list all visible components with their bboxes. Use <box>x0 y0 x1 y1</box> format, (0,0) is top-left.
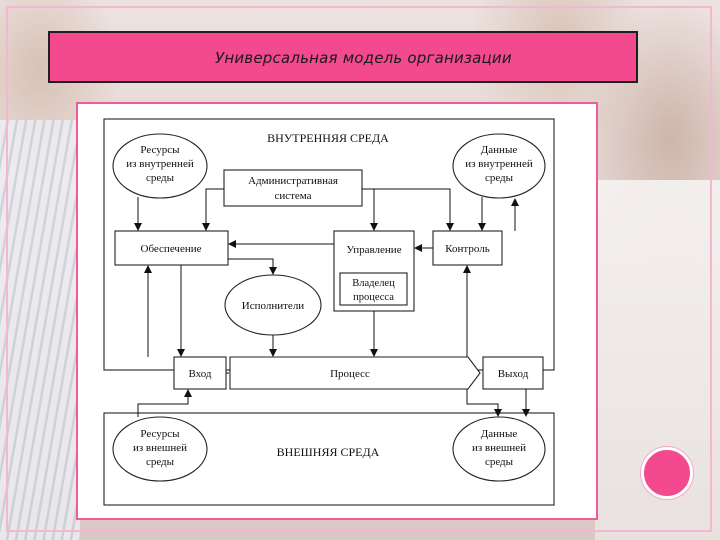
internal-resources-line-2: из внутренней <box>126 158 194 170</box>
external-resources-line-2: из внешней <box>133 442 187 454</box>
internal-data-line-1: Данные <box>481 144 518 156</box>
decorative-pink-circle <box>641 447 693 499</box>
internal-resources-line-3: среды <box>146 172 175 184</box>
process-arrow <box>229 356 481 390</box>
external-environment-label: ВНЕШНЯЯ СРЕДА <box>277 445 380 459</box>
external-data-ellipse <box>452 416 546 482</box>
provision-label: Обеспечение <box>141 243 202 255</box>
process-label: Процесс <box>330 368 370 380</box>
internal-data-line-2: из внутренней <box>465 158 533 170</box>
internal-data-ellipse <box>452 133 546 199</box>
management-label: Управление <box>346 244 401 256</box>
process-owner-line-2: процесса <box>353 292 394 303</box>
slide-border <box>6 6 712 532</box>
background-person-left <box>0 120 80 540</box>
process-owner-box <box>339 272 408 306</box>
internal-environment-label: ВНУТРЕННЯЯ СРЕДА <box>267 131 389 145</box>
executors-label: Исполнители <box>242 300 305 312</box>
input-label: Вход <box>188 368 211 380</box>
external-data-line-3: среды <box>485 456 514 468</box>
external-resources-ellipse <box>112 416 208 482</box>
output-box <box>482 356 544 390</box>
admin-system-box <box>223 169 363 207</box>
internal-resources-ellipse <box>112 133 208 199</box>
control-label: Контроль <box>445 243 489 255</box>
internal-resources-line-1: Ресурсы <box>140 144 180 156</box>
organization-model-diagram: ВНУТРЕННЯЯ СРЕДА ВНЕШНЯЯ СРЕДА Ресурсы и… <box>103 118 555 506</box>
control-box <box>432 230 503 266</box>
slide-title: Универсальная модель организации <box>215 49 512 67</box>
admin-system-line-1: Административная <box>248 175 338 187</box>
external-resources-line-3: среды <box>146 456 175 468</box>
internal-data-line-3: среды <box>485 172 514 184</box>
output-label: Выход <box>498 368 529 380</box>
admin-system-line-2: система <box>274 190 311 202</box>
title-bar <box>48 31 638 83</box>
input-box <box>173 356 227 390</box>
external-resources-line-1: Ресурсы <box>140 428 180 440</box>
process-owner-line-1: Владелец <box>352 278 395 289</box>
provision-box <box>114 230 229 266</box>
external-data-line-2: из внешней <box>472 442 526 454</box>
external-data-line-1: Данные <box>481 428 518 440</box>
external-environment-frame <box>103 412 555 506</box>
connector-arrows <box>134 188 530 417</box>
